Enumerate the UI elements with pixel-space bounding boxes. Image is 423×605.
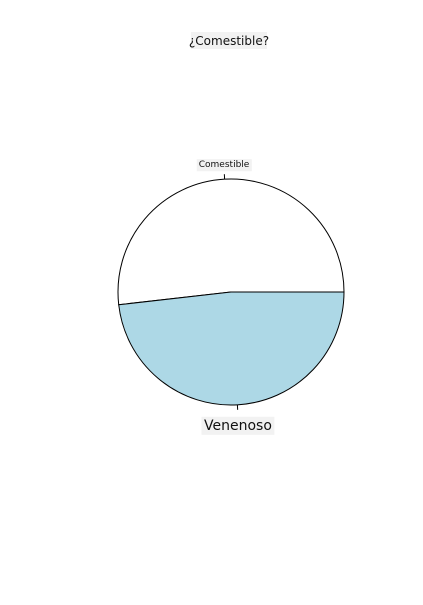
pie-slice-comestible (117, 178, 345, 306)
slice-label-venenoso: Venenoso (204, 418, 272, 434)
title-background (191, 32, 267, 49)
slice-label-background (196, 159, 252, 172)
pie-slice-venenoso (118, 291, 345, 406)
slice-label-background (201, 416, 275, 435)
chart-title: ¿Comestible? (189, 34, 269, 48)
pie-slices (117, 178, 345, 406)
slice-label-comestible: Comestible (199, 160, 250, 170)
